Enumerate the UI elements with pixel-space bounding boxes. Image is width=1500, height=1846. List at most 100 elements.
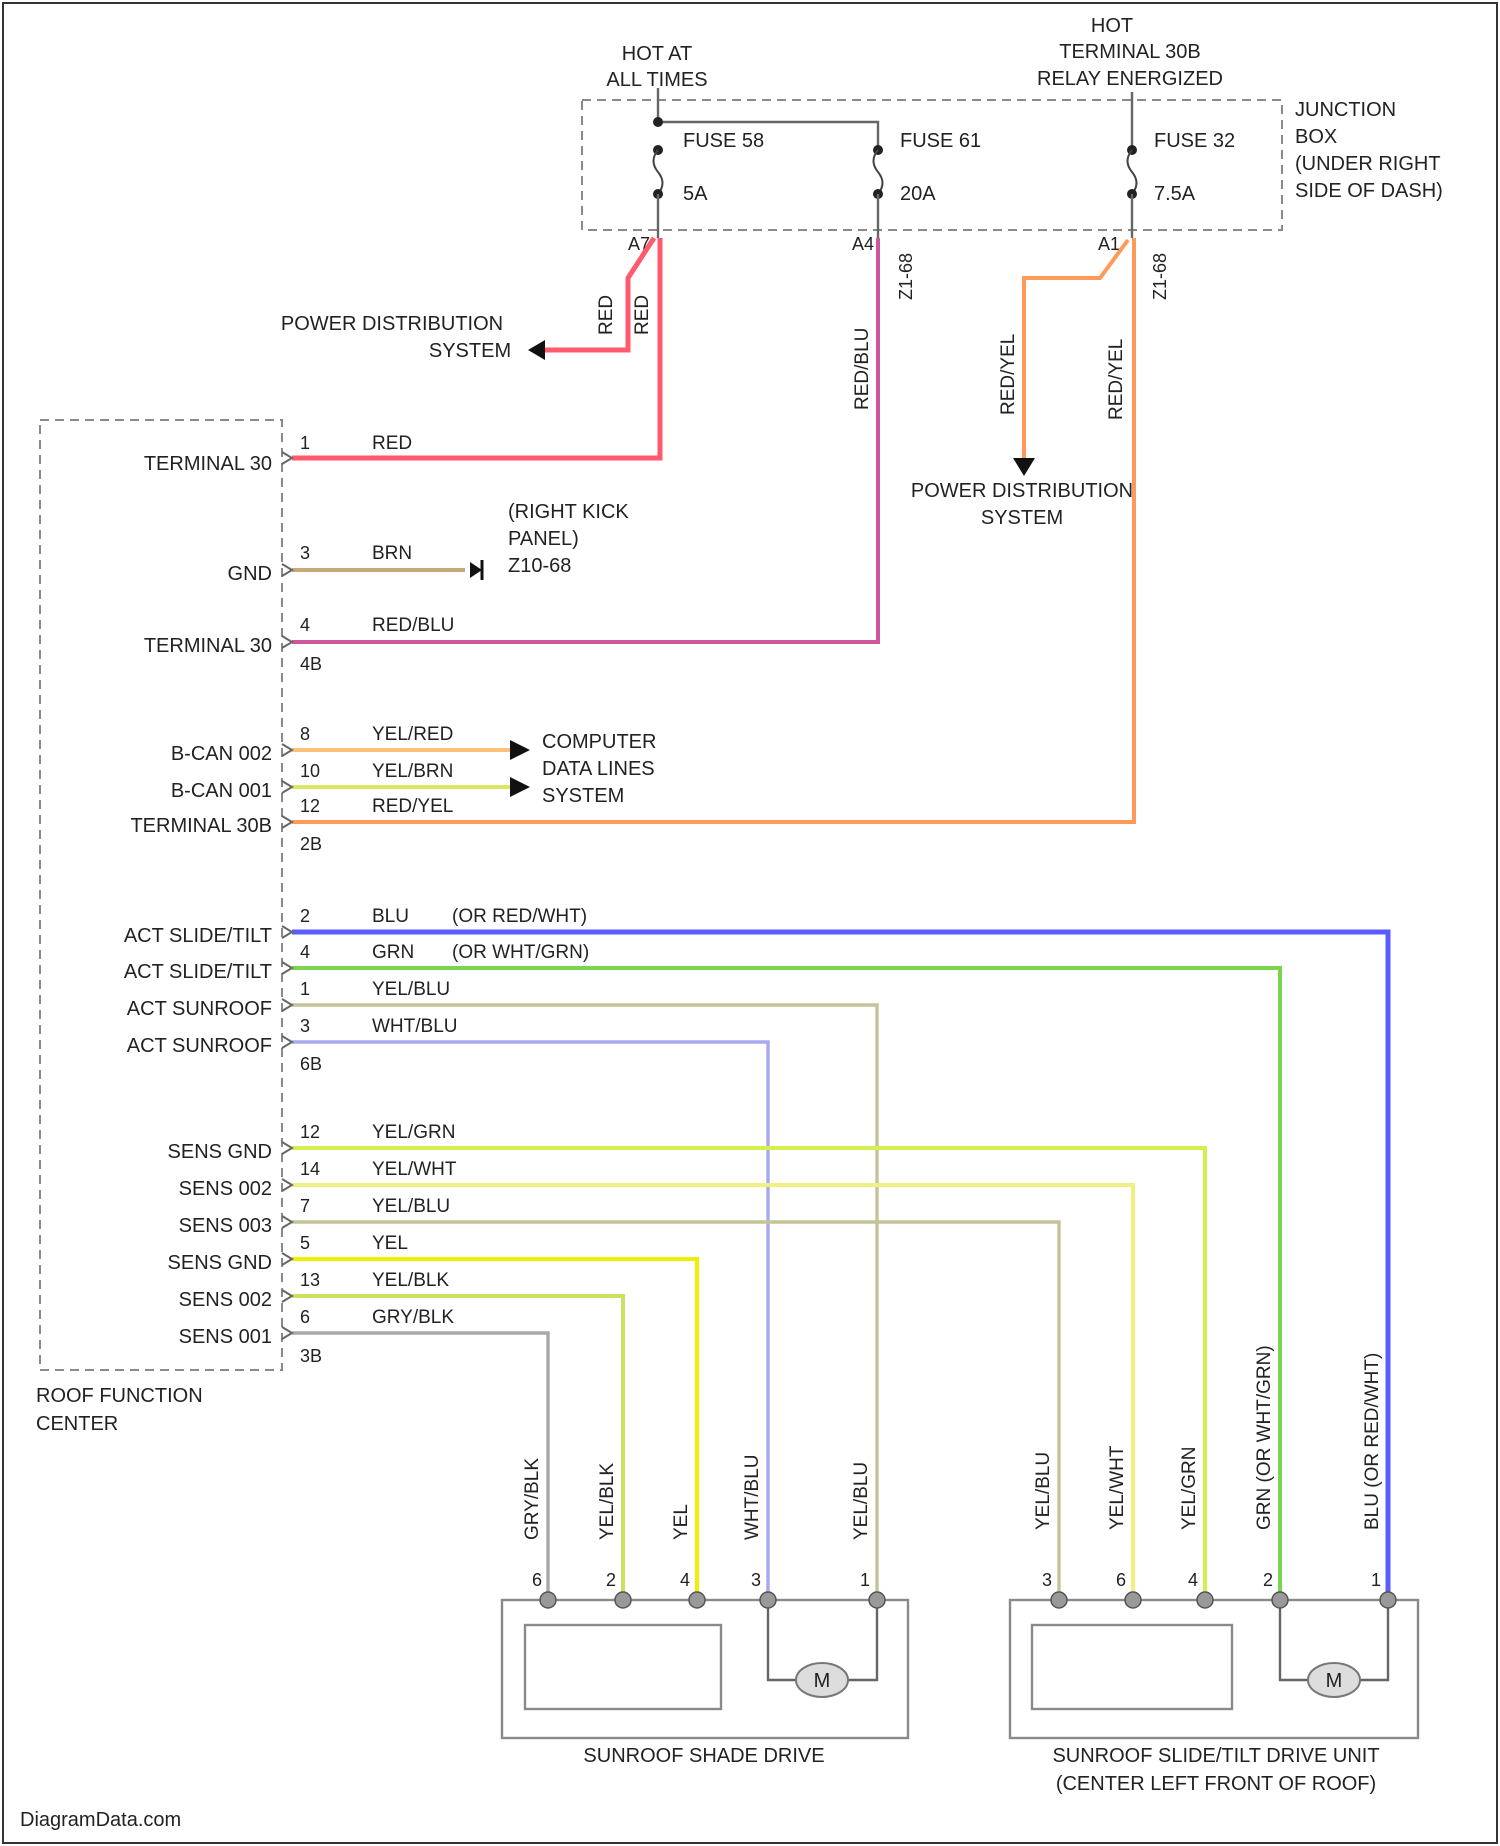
pin-6-sens-001: 6 (300, 1307, 310, 1327)
pin-4-terminal-30: 4 (300, 615, 310, 635)
wire-label-wht-blu: WHT/BLU (372, 1016, 458, 1037)
svg-text:Z10-68: Z10-68 (508, 555, 571, 577)
wire-label-yel-blu: YEL/BLU (372, 979, 450, 1000)
wire-label-yel-wht: YEL/WHT (372, 1159, 457, 1180)
rfc-connector-ticks (282, 452, 292, 1339)
svg-text:2: 2 (606, 1570, 616, 1590)
pin-a1: A1 (1098, 234, 1120, 254)
pin-13-sens-002: 13 (300, 1270, 320, 1290)
diagram-border (3, 3, 1497, 1843)
signal-label-sens-gnd-b: SENS GND (168, 1252, 272, 1274)
arrow-power-distribution-upper (528, 340, 545, 360)
svg-text:ALL TIMES: ALL TIMES (606, 69, 707, 91)
svg-text:4: 4 (680, 1570, 690, 1590)
signal-label-gnd: GND (228, 563, 272, 585)
signal-label-bcan-001: B-CAN 001 (171, 780, 272, 802)
hot-at-all-times-label: HOT AT ALL TIMES (606, 43, 707, 91)
signal-label-terminal-30b: TERMINAL 30B (130, 815, 272, 837)
pin-3-gnd: 3 (300, 543, 310, 563)
svg-text:PANEL): PANEL) (508, 528, 579, 550)
pin-4-act-slide-tilt: 4 (300, 942, 310, 962)
slide-tilt-module (1032, 1625, 1232, 1709)
svg-text:6: 6 (1116, 1570, 1126, 1590)
pin-12-terminal-30b: 12 (300, 796, 320, 816)
hot-terminal-30b-label: HOT TERMINAL 30B RELAY ENERGIZED (1037, 15, 1223, 90)
svg-text:20A: 20A (900, 183, 936, 205)
slide-tilt-pin-numbers: 3 6 4 2 1 (1042, 1570, 1381, 1590)
wire-label-red-vertical-a: RED (596, 295, 617, 335)
svg-text:COMPUTER: COMPUTER (542, 731, 656, 753)
svg-text:YEL/WHT: YEL/WHT (1107, 1445, 1128, 1530)
svg-text:YEL/BLU: YEL/BLU (1033, 1452, 1054, 1530)
wire-yel-blk-sens-002 (292, 1296, 623, 1600)
pin-3-act-sunroof: 3 (300, 1016, 310, 1036)
svg-text:2: 2 (1263, 1570, 1273, 1590)
right-kick-panel-label: (RIGHT KICK PANEL) Z10-68 (508, 501, 629, 577)
svg-text:SYSTEM: SYSTEM (429, 340, 511, 362)
signal-label-sens-003: SENS 003 (179, 1215, 272, 1237)
pin-12-sens-gnd: 12 (300, 1122, 320, 1142)
sunroof-slide-tilt-label: SUNROOF SLIDE/TILT DRIVE UNIT (CENTER LE… (1052, 1745, 1379, 1795)
svg-text:BOX: BOX (1295, 126, 1337, 148)
wire-label-yel: YEL (372, 1233, 408, 1254)
pin-14-sens-002: 14 (300, 1159, 320, 1179)
pin-a4: A4 (852, 234, 874, 254)
svg-text:POWER DISTRIBUTION: POWER DISTRIBUTION (281, 313, 503, 335)
signal-label-sens-gnd-a: SENS GND (168, 1141, 272, 1163)
svg-text:7.5A: 7.5A (1154, 183, 1196, 205)
wire-label-yel-brn: YEL/BRN (372, 761, 453, 782)
sunroof-shade-drive-label: SUNROOF SHADE DRIVE (583, 1745, 824, 1767)
wire-label-red: RED (372, 433, 412, 454)
svg-text:BLU (OR RED/WHT): BLU (OR RED/WHT) (1362, 1353, 1383, 1530)
connector-count-2b: 2B (300, 834, 322, 854)
connector-count-4b: 4B (300, 654, 322, 674)
fuse-61: FUSE 61 20A (873, 130, 981, 238)
svg-text:SUNROOF SLIDE/TILT DRIVE UNIT: SUNROOF SLIDE/TILT DRIVE UNIT (1052, 1745, 1379, 1767)
wire-label-red-blu: RED/BLU (372, 615, 454, 636)
signal-label-bcan-002: B-CAN 002 (171, 743, 272, 765)
wire-label-red-vertical-b: RED (632, 295, 653, 335)
shade-drive-pin-numbers: 6 2 4 3 1 (532, 1570, 870, 1590)
svg-text:FUSE 58: FUSE 58 (683, 130, 764, 152)
watermark: DiagramData.com (20, 1809, 181, 1831)
arrow-bcan-002 (510, 740, 530, 760)
wire-label-red-blu-vertical: RED/BLU (852, 328, 873, 410)
wire-label-red-yel-vertical-a: RED/YEL (998, 334, 1019, 415)
ground-symbol (470, 562, 482, 578)
svg-text:GRY/BLK: GRY/BLK (522, 1458, 543, 1540)
sunroof-slide-tilt-outline (1010, 1600, 1418, 1738)
pin-5-sens-gnd: 5 (300, 1233, 310, 1253)
svg-text:GRN (OR WHT/GRN): GRN (OR WHT/GRN) (1254, 1345, 1275, 1530)
svg-text:ROOF FUNCTION: ROOF FUNCTION (36, 1385, 203, 1407)
svg-text:CENTER: CENTER (36, 1413, 118, 1435)
signal-label-terminal-30: TERMINAL 30 (144, 453, 272, 475)
shade-drive-module (525, 1625, 721, 1709)
wire-label-gry-blk: GRY/BLK (372, 1307, 454, 1328)
signal-label-act-sunroof-a: ACT SUNROOF (127, 998, 272, 1020)
slide-tilt-wire-labels: YEL/BLU YEL/WHT YEL/GRN GRN (OR WHT/GRN)… (1033, 1345, 1383, 1530)
svg-text:RELAY ENERGIZED: RELAY ENERGIZED (1037, 68, 1223, 90)
pin-1-act-sunroof: 1 (300, 979, 310, 999)
junction-box-label: JUNCTION BOX (UNDER RIGHT SIDE OF DASH) (1295, 99, 1443, 202)
shade-drive-motor-label: M (814, 1670, 831, 1692)
svg-text:1: 1 (860, 1570, 870, 1590)
wire-label-yel-grn: YEL/GRN (372, 1122, 455, 1143)
svg-text:FUSE 32: FUSE 32 (1154, 130, 1235, 152)
signal-label-sens-002-b: SENS 002 (179, 1289, 272, 1311)
svg-text:3: 3 (1042, 1570, 1052, 1590)
sunroof-shade-drive-outline (502, 1600, 908, 1738)
wire-label-yel-blu-b: YEL/BLU (372, 1196, 450, 1217)
signal-label-act-sunroof-b: ACT SUNROOF (127, 1035, 272, 1057)
svg-text:(RIGHT KICK: (RIGHT KICK (508, 501, 629, 523)
roof-function-center-label: ROOF FUNCTION CENTER (36, 1385, 203, 1435)
power-distribution-upper-label: POWER DISTRIBUTION SYSTEM (281, 313, 511, 362)
wire-label-blu: BLU (372, 906, 409, 927)
wire-yel-blu-act-sunroof (292, 1005, 877, 1600)
fuse-58: FUSE 58 5A (653, 117, 764, 238)
pin-8-bcan-002: 8 (300, 724, 310, 744)
svg-text:(CENTER LEFT FRONT OF ROOF): (CENTER LEFT FRONT OF ROOF) (1056, 1773, 1376, 1795)
connector-count-3b: 3B (300, 1346, 322, 1366)
svg-text:WHT/BLU: WHT/BLU (742, 1455, 763, 1541)
signal-label-terminal-30-b: TERMINAL 30 (144, 635, 272, 657)
